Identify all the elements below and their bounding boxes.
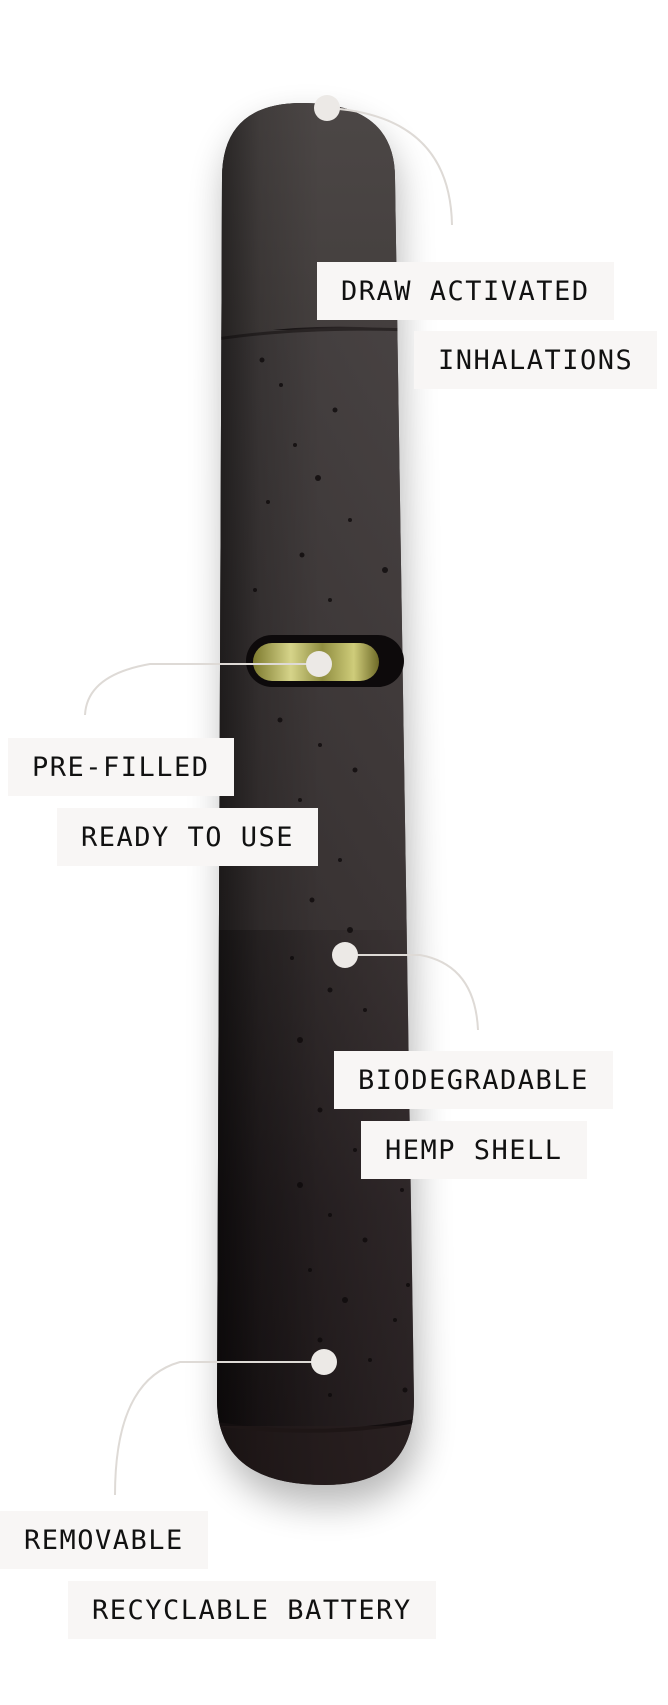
label-recyclable-battery: RECYCLABLE BATTERY	[68, 1581, 436, 1639]
label-inhalations: INHALATIONS	[414, 331, 658, 389]
callout-connectors	[84, 107, 479, 1496]
hotspot-battery[interactable]	[311, 1349, 337, 1375]
connector-battery	[114, 1361, 322, 1496]
hotspot-shell[interactable]	[332, 942, 358, 968]
label-draw-activated: DRAW ACTIVATED	[317, 262, 614, 320]
connector-window	[84, 663, 319, 716]
label-hemp-shell: HEMP SHELL	[361, 1121, 587, 1179]
connector-shell	[345, 954, 479, 1031]
hotspot-mouthpiece[interactable]	[314, 95, 340, 121]
label-biodegradable: BIODEGRADABLE	[334, 1051, 613, 1109]
label-pre-filled: PRE-FILLED	[8, 738, 234, 796]
hotspot-window[interactable]	[306, 651, 332, 677]
label-removable: REMOVABLE	[0, 1511, 208, 1569]
label-ready-to-use: READY TO USE	[57, 808, 319, 866]
battery-seam	[217, 1418, 414, 1433]
connector-mouthpiece	[326, 107, 453, 226]
